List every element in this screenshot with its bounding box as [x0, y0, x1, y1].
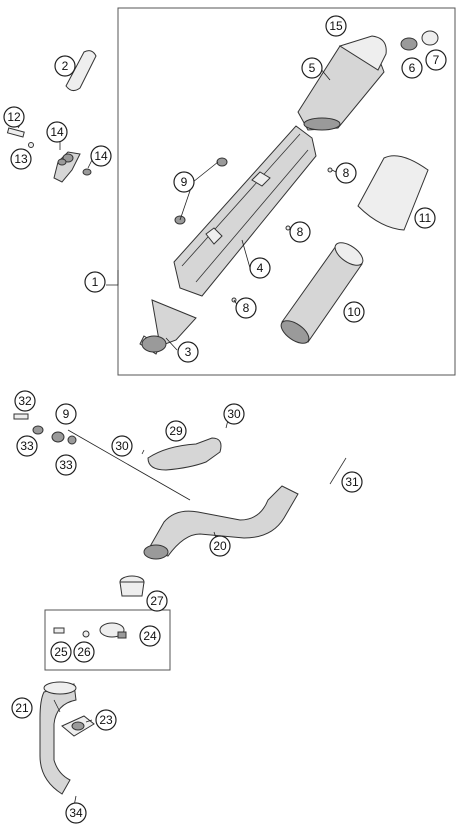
- svg-text:7: 7: [433, 53, 440, 67]
- part-bracket-cluster: [6, 127, 92, 183]
- part-mid-pipe: [143, 485, 299, 560]
- part-muffler-body: [173, 125, 317, 297]
- callout-23: 23: [95, 709, 117, 731]
- part-header-pipe: [39, 681, 77, 795]
- callout-25: 25: [50, 641, 72, 663]
- svg-text:8: 8: [243, 301, 250, 315]
- svg-text:4: 4: [257, 261, 264, 275]
- callout-7: 7: [425, 49, 447, 71]
- svg-text:10: 10: [347, 305, 361, 319]
- part-end-cap: [421, 30, 439, 46]
- callout-14-b: 14: [90, 145, 112, 167]
- muffler-group-frame: [117, 7, 456, 376]
- callout-33-b: 33: [55, 454, 77, 476]
- part-sleeve-cover: [357, 155, 429, 231]
- svg-text:3: 3: [185, 345, 192, 359]
- part-muffler-packing: [280, 242, 364, 344]
- part-end-cone: [139, 299, 197, 355]
- callout-12: 12: [3, 106, 25, 128]
- callout-8-a: 8: [335, 162, 357, 184]
- svg-text:1: 1: [92, 275, 99, 289]
- callout-20: 20: [209, 535, 231, 557]
- svg-text:11: 11: [419, 211, 432, 225]
- callout-33-a: 33: [16, 435, 38, 457]
- part-heat-shield-pad: [65, 50, 97, 92]
- part-pipe-sleeve-body: [119, 581, 145, 597]
- callout-26: 26: [73, 641, 95, 663]
- part-spring: [329, 457, 347, 485]
- svg-text:13: 13: [14, 152, 28, 166]
- callout-30-b: 30: [111, 435, 133, 457]
- svg-text:14: 14: [94, 149, 108, 163]
- svg-text:29: 29: [169, 424, 183, 438]
- callout-6: 6: [401, 57, 423, 79]
- callout-9-a: 9: [173, 171, 195, 193]
- part-muffler-sleeve: [297, 35, 387, 131]
- callout-14-a: 14: [46, 121, 68, 143]
- callout-11: 11: [414, 207, 436, 229]
- svg-text:25: 25: [54, 645, 68, 659]
- svg-text:20: 20: [213, 539, 227, 553]
- svg-text:30: 30: [115, 439, 129, 453]
- part-screw: [327, 167, 333, 173]
- callout-1: 1: [84, 271, 106, 293]
- svg-text:12: 12: [7, 110, 21, 124]
- svg-text:8: 8: [297, 225, 304, 239]
- svg-text:31: 31: [345, 475, 359, 489]
- svg-text:14: 14: [50, 125, 64, 139]
- callout-8-c: 8: [235, 297, 257, 319]
- callout-2: 2: [54, 55, 76, 77]
- callout-30-a: 30: [223, 403, 245, 425]
- part-heat-shield: [147, 437, 222, 471]
- svg-text:8: 8: [343, 166, 350, 180]
- svg-text:9: 9: [63, 407, 70, 421]
- svg-text:34: 34: [69, 806, 83, 820]
- svg-text:32: 32: [18, 394, 32, 408]
- part-end-mesh: [400, 37, 418, 51]
- svg-text:9: 9: [181, 175, 188, 189]
- callout-21: 21: [11, 697, 33, 719]
- part-gasket-hole: [71, 721, 85, 731]
- callout-10: 10: [343, 301, 365, 323]
- callout-4: 4: [249, 257, 271, 279]
- svg-text:21: 21: [15, 701, 29, 715]
- svg-text:2: 2: [62, 59, 69, 73]
- callout-31: 31: [341, 471, 363, 493]
- svg-text:26: 26: [77, 645, 91, 659]
- svg-text:24: 24: [143, 629, 157, 643]
- callout-29: 29: [165, 420, 187, 442]
- callout-32: 32: [14, 390, 36, 412]
- callout-5: 5: [301, 57, 323, 79]
- callout-13: 13: [10, 148, 32, 170]
- part-clamp-group: [53, 622, 127, 639]
- svg-text:27: 27: [150, 594, 164, 608]
- svg-text:15: 15: [329, 19, 343, 33]
- callout-9-b: 9: [55, 403, 77, 425]
- svg-text:5: 5: [309, 61, 316, 75]
- svg-text:30: 30: [227, 407, 241, 421]
- svg-text:23: 23: [99, 713, 113, 727]
- callout-15: 15: [325, 15, 347, 37]
- callout-34: 34: [65, 802, 87, 824]
- callout-24: 24: [139, 625, 161, 647]
- callout-27: 27: [146, 590, 168, 612]
- callout-3: 3: [177, 341, 199, 363]
- part-screw: [285, 225, 291, 231]
- clamp-group-frame: [44, 609, 171, 671]
- part-rubber-mount-group: [13, 413, 77, 445]
- svg-text:33: 33: [20, 439, 34, 453]
- callout-8-b: 8: [289, 221, 311, 243]
- svg-text:6: 6: [409, 61, 416, 75]
- svg-text:33: 33: [59, 458, 73, 472]
